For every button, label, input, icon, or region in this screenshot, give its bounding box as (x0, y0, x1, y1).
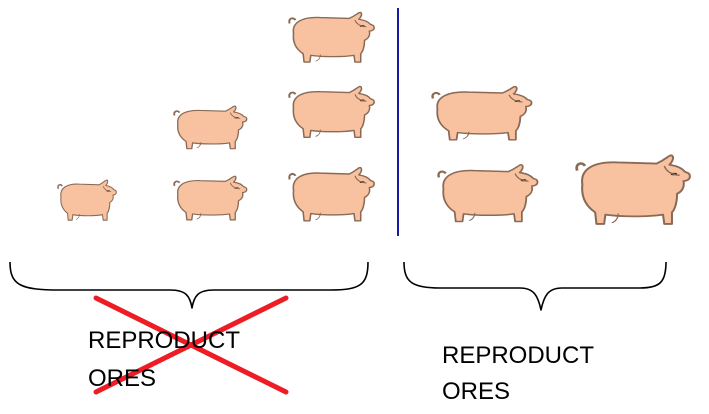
pig-icon (174, 176, 246, 220)
pig-icon (433, 87, 532, 140)
pig-icon (289, 12, 374, 62)
pig-icon (577, 155, 690, 224)
right-pig-group (433, 87, 690, 224)
right-caption-line1: REPRODUCT (442, 341, 594, 371)
right-brace (404, 262, 666, 310)
pig-icon (439, 165, 538, 222)
pig-icon (289, 168, 374, 221)
pig-icon (289, 86, 374, 137)
pig-icon (58, 180, 116, 220)
pig-icon (174, 106, 246, 149)
left-pig-group (58, 12, 374, 220)
left-caption-line2: ORES (88, 364, 156, 394)
right-caption-line2: ORES (442, 377, 510, 407)
left-brace (10, 262, 368, 308)
left-caption-line1: REPRODUCT (88, 326, 240, 356)
